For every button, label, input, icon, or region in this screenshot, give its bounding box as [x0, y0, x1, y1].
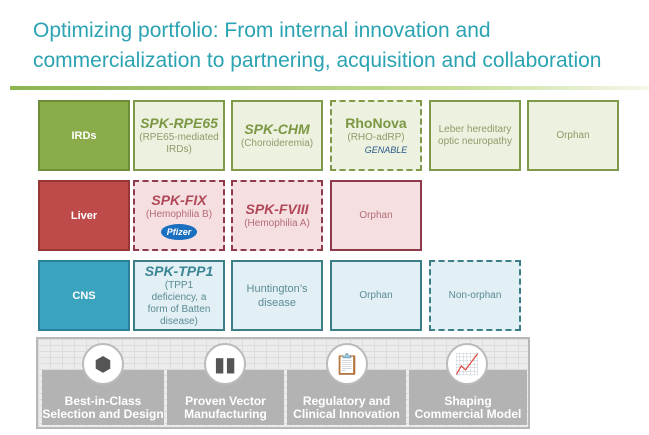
cell-spk-fix: SPK-FIX(Hemophilia B) Pfizer [133, 180, 225, 251]
capabilities-panel: Best-in-Class Selection and Design Prove… [36, 337, 530, 429]
row-label-liver: Liver [38, 180, 130, 251]
pillar-label: Shaping Commercial Model [414, 394, 522, 421]
cell-text: Orphan [556, 129, 590, 141]
genable-logo: GENABLE [364, 145, 408, 155]
cell-irds-orphan: Orphan [527, 100, 619, 171]
pillar-vector-manufacturing: Proven Vector Manufacturing [167, 370, 284, 425]
cell-spk-rpe65: SPK-RPE65(RPE65-mediated IRDs) [133, 100, 225, 171]
cell-huntingtons: Huntington’s disease [231, 260, 323, 331]
row-label-irds: IRDs [38, 100, 130, 171]
cell-non-orphan: Non-orphan [429, 260, 521, 331]
program-name: SPK-CHM [244, 121, 310, 137]
capsid-icon: ⬢ [82, 343, 124, 385]
program-name: RhoNova [345, 115, 407, 131]
program-name: SPK-RPE65 [140, 115, 218, 131]
title-divider [10, 86, 649, 90]
pillar-label: Proven Vector Manufacturing [184, 394, 267, 421]
cell-cns-orphan: Orphan [330, 260, 422, 331]
vials-icon: ▮▮ [204, 343, 246, 385]
cell-text: Non-orphan [448, 289, 502, 301]
cell-rhonova: RhoNova(RHO-adRP) GENABLE [330, 100, 422, 171]
cell-spk-fviii: SPK-FVIII(Hemophilia A) [231, 180, 323, 251]
program-indication: (Choroideremia) [240, 138, 314, 149]
pillar-label: Best-in-Class Selection and Design [42, 394, 164, 421]
pillar-label: Regulatory and Clinical Innovation [293, 394, 400, 421]
program-indication: (Hemophilia B) [145, 208, 213, 220]
program-indication: (TPP1 deficiency, a form of Batten disea… [147, 280, 211, 327]
clipboard-checklist-icon: 📋 [326, 343, 368, 385]
row-label-cns: CNS [38, 260, 130, 331]
program-indication: (RPE65-mediated IRDs) [139, 132, 219, 155]
program-name: SPK-FVIII [245, 201, 309, 217]
cell-text: Leber hereditary optic neuropathy [438, 123, 512, 147]
cell-liver-orphan: Orphan [330, 180, 422, 251]
program-name: SPK-TPP1 [144, 263, 214, 279]
program-indication: (RHO-adRP) [347, 132, 405, 143]
program-indication: (Hemophilia A) [244, 218, 310, 229]
cell-text: Orphan [359, 209, 393, 221]
slide-title: Optimizing portfolio: From internal inno… [33, 19, 602, 72]
cell-text: Huntington’s disease [246, 282, 308, 309]
pfizer-logo: Pfizer [160, 223, 198, 240]
program-name: SPK-FIX [151, 191, 207, 208]
cell-spk-chm: SPK-CHM(Choroideremia) [231, 100, 323, 171]
cell-spk-tpp1: SPK-TPP1(TPP1 deficiency, a form of Batt… [133, 260, 225, 331]
growth-chart-icon: 📈 [446, 343, 488, 385]
cell-lhon: Leber hereditary optic neuropathy [429, 100, 521, 171]
cell-text: Orphan [359, 289, 393, 301]
